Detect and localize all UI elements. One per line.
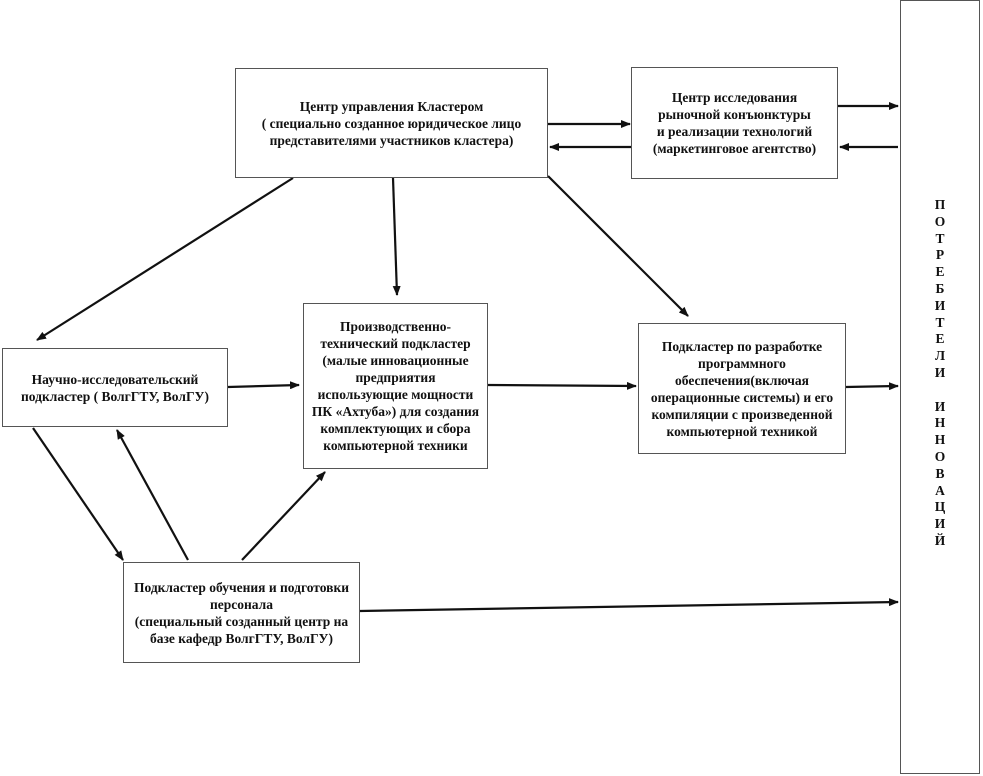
node-line: Центр управления Кластером bbox=[299, 98, 484, 114]
vertical-letter: Е bbox=[935, 331, 945, 347]
node-line: операционные системы) и его bbox=[650, 389, 834, 405]
market-research-center-box: Центр исследования рыночной конъюнктуры … bbox=[631, 67, 838, 179]
arrow-center-to-research bbox=[36, 177, 294, 341]
vertical-letter: Р bbox=[935, 247, 945, 263]
vertical-letter: Т bbox=[935, 314, 945, 330]
node-line: представителями участников кластера) bbox=[269, 132, 514, 148]
node-line: использующие мощности bbox=[317, 387, 474, 402]
vertical-letter: И bbox=[934, 398, 946, 414]
node-line: комплектующих и сбора bbox=[320, 421, 471, 436]
node-line: предприятия bbox=[355, 370, 436, 385]
software-subcluster-box: Подкластер по разработке программного об… bbox=[638, 323, 846, 454]
node-line: компиляции с произведенной bbox=[651, 406, 833, 422]
market-research-center-text: Центр исследования рыночной конъюнктуры … bbox=[653, 89, 816, 157]
training-subcluster-box: Подкластер обучения и подготовки персона… bbox=[123, 562, 360, 663]
node-line: технический подкластер bbox=[320, 336, 471, 351]
node-line: Производственно- bbox=[339, 319, 452, 334]
node-line: ( специально созданное юридическое лицо bbox=[261, 115, 522, 131]
vertical-letter: В bbox=[935, 465, 945, 481]
arrow-center-to-production bbox=[391, 177, 401, 296]
production-subcluster-text: Производственно- технический подкластер … bbox=[312, 318, 479, 454]
research-subcluster-text: Научно-исследовательский подкластер ( Во… bbox=[21, 371, 209, 405]
arrow-training-to-consumers bbox=[359, 598, 899, 613]
node-line: Подкластер обучения и подготовки bbox=[133, 579, 350, 595]
vertical-letter: Т bbox=[935, 230, 945, 246]
vertical-letter: Й bbox=[934, 532, 946, 548]
vertical-letter: Н bbox=[934, 415, 946, 431]
innovation-consumers-label: П О Т Р Е Б И Т Е Л И И Н Н О В А Ц И Й bbox=[901, 197, 979, 550]
arrow-center-to-software bbox=[547, 175, 689, 317]
vertical-letter: Н bbox=[934, 432, 946, 448]
node-line: Подкластер по разработке bbox=[661, 338, 823, 354]
vertical-letter: Е bbox=[935, 264, 945, 280]
vertical-letter: О bbox=[934, 213, 946, 229]
node-line: и реализации технологий bbox=[656, 124, 813, 139]
node-line: обеспечения(включая bbox=[675, 372, 809, 388]
vertical-letter: И bbox=[934, 364, 946, 380]
node-line: Центр исследования bbox=[671, 90, 798, 105]
arrow-production-to-software bbox=[487, 381, 637, 390]
cluster-management-center-text: Центр управления Кластером ( специально … bbox=[262, 98, 521, 149]
node-line: Научно-исследовательский bbox=[31, 371, 199, 387]
arrow-training-to-production bbox=[241, 471, 326, 561]
arrow-research-to-training bbox=[32, 427, 124, 561]
training-subcluster-text: Подкластер обучения и подготовки персона… bbox=[134, 579, 349, 647]
arrow-software-to-consumers bbox=[845, 382, 899, 391]
node-line: подкластер ( ВолгГТУ, ВолГУ) bbox=[21, 388, 209, 404]
cluster-management-center-box: Центр управления Кластером ( специально … bbox=[235, 68, 548, 178]
node-line: компьютерной техники bbox=[323, 438, 468, 453]
arrow-research-to-production bbox=[227, 381, 300, 390]
node-line: (маркетинговое агентство) bbox=[652, 141, 817, 156]
node-line: персонала bbox=[209, 596, 273, 612]
node-line: (малые инновационные bbox=[322, 353, 469, 368]
vertical-letter: И bbox=[934, 297, 946, 313]
vertical-letter: А bbox=[935, 482, 945, 498]
research-subcluster-box: Научно-исследовательский подкластер ( Во… bbox=[2, 348, 228, 427]
software-subcluster-text: Подкластер по разработке программного об… bbox=[651, 338, 833, 440]
node-line: базе кафедр ВолгГТУ, ВолГУ) bbox=[150, 630, 333, 646]
arrow-training-to-research bbox=[116, 429, 189, 561]
node-line: компьютерной техникой bbox=[666, 423, 818, 439]
node-line: рыночной конъюнктуры bbox=[658, 107, 811, 122]
node-line: (специальный созданный центр на bbox=[134, 613, 349, 629]
vertical-letter: П bbox=[934, 197, 946, 212]
node-line: ПК «Ахтуба») для создания bbox=[311, 404, 480, 419]
vertical-letter: И bbox=[934, 516, 946, 532]
production-subcluster-box: Производственно- технический подкластер … bbox=[303, 303, 488, 469]
vertical-letter: Л bbox=[934, 348, 946, 364]
vertical-letter-gap bbox=[901, 382, 979, 399]
vertical-letter: О bbox=[934, 448, 946, 464]
node-line: программного bbox=[698, 355, 786, 371]
innovation-consumers-box: П О Т Р Е Б И Т Е Л И И Н Н О В А Ц И Й bbox=[900, 0, 980, 774]
vertical-letter: Б bbox=[935, 280, 945, 296]
vertical-letter: Ц bbox=[934, 499, 946, 515]
